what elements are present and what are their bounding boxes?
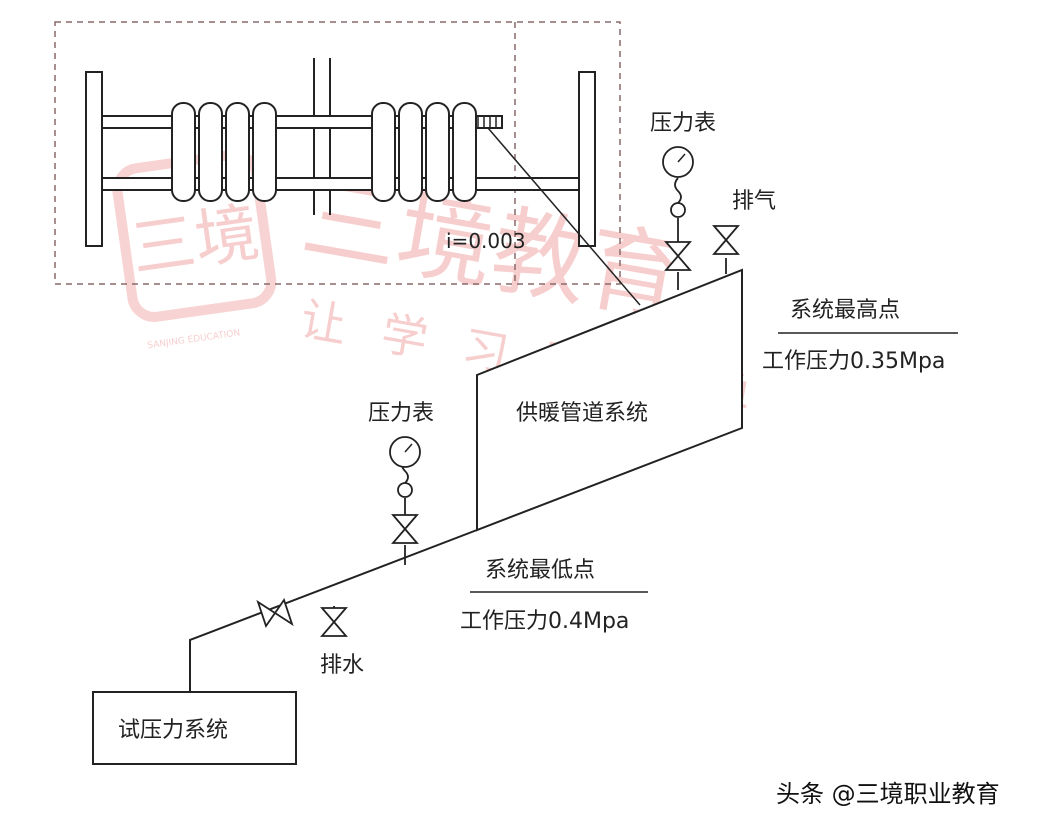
vent-valve-icon — [712, 225, 740, 255]
credit-text: 头条 @三境职业教育 — [776, 780, 1000, 808]
bottom-gauge-assembly — [389, 436, 421, 565]
right-radiator — [371, 102, 477, 202]
drain-label: 排水 — [320, 653, 364, 678]
high-pressure-label: 工作压力0.35Mpa — [762, 349, 945, 374]
radiator-assembly — [85, 58, 596, 247]
dashed-outer-box — [54, 21, 621, 285]
left-riser-pipe — [85, 71, 103, 247]
low-pressure-label: 工作压力0.4Mpa — [460, 609, 629, 634]
main-supply-pipe — [189, 529, 478, 692]
top-gauge-siphon — [670, 202, 686, 218]
watermark-brand-latin: SANJING EDUCATION — [147, 328, 241, 351]
lowest-point-label: 系统最低点 — [485, 558, 595, 583]
slope-label: i=0.003 — [446, 229, 526, 253]
top-gauge-assembly — [662, 146, 694, 290]
top-gauge-valve — [664, 241, 692, 271]
bottom-gauge-siphon — [397, 482, 413, 498]
right-riser-pipe — [578, 71, 596, 247]
highest-point-label: 系统最高点 — [790, 298, 900, 323]
heating-system-label: 供暖管道系统 — [516, 401, 648, 426]
dashed-enclosure — [54, 21, 621, 285]
test-pressure-system-box — [92, 691, 297, 765]
slope-leader-line — [487, 127, 641, 306]
heating-pipe-system-box — [476, 268, 743, 532]
bottom-gauge-label: 压力表 — [368, 401, 434, 426]
drain-valve-assembly — [320, 606, 348, 637]
bottom-gauge-valve — [391, 514, 419, 544]
vent-valve-assembly — [712, 225, 740, 274]
inline-valve-icon — [256, 598, 294, 628]
watermark-logo-text: 三境 — [127, 196, 264, 287]
top-gauge-label: 压力表 — [650, 111, 716, 136]
drain-valve-icon — [320, 607, 348, 637]
test-system-label: 试压力系统 — [118, 718, 228, 743]
watermark-logo: 三境 SANJING EDUCATION — [112, 149, 277, 351]
left-radiator — [171, 102, 277, 202]
inline-valve-assembly — [256, 598, 294, 628]
vent-label: 排气 — [732, 189, 776, 214]
